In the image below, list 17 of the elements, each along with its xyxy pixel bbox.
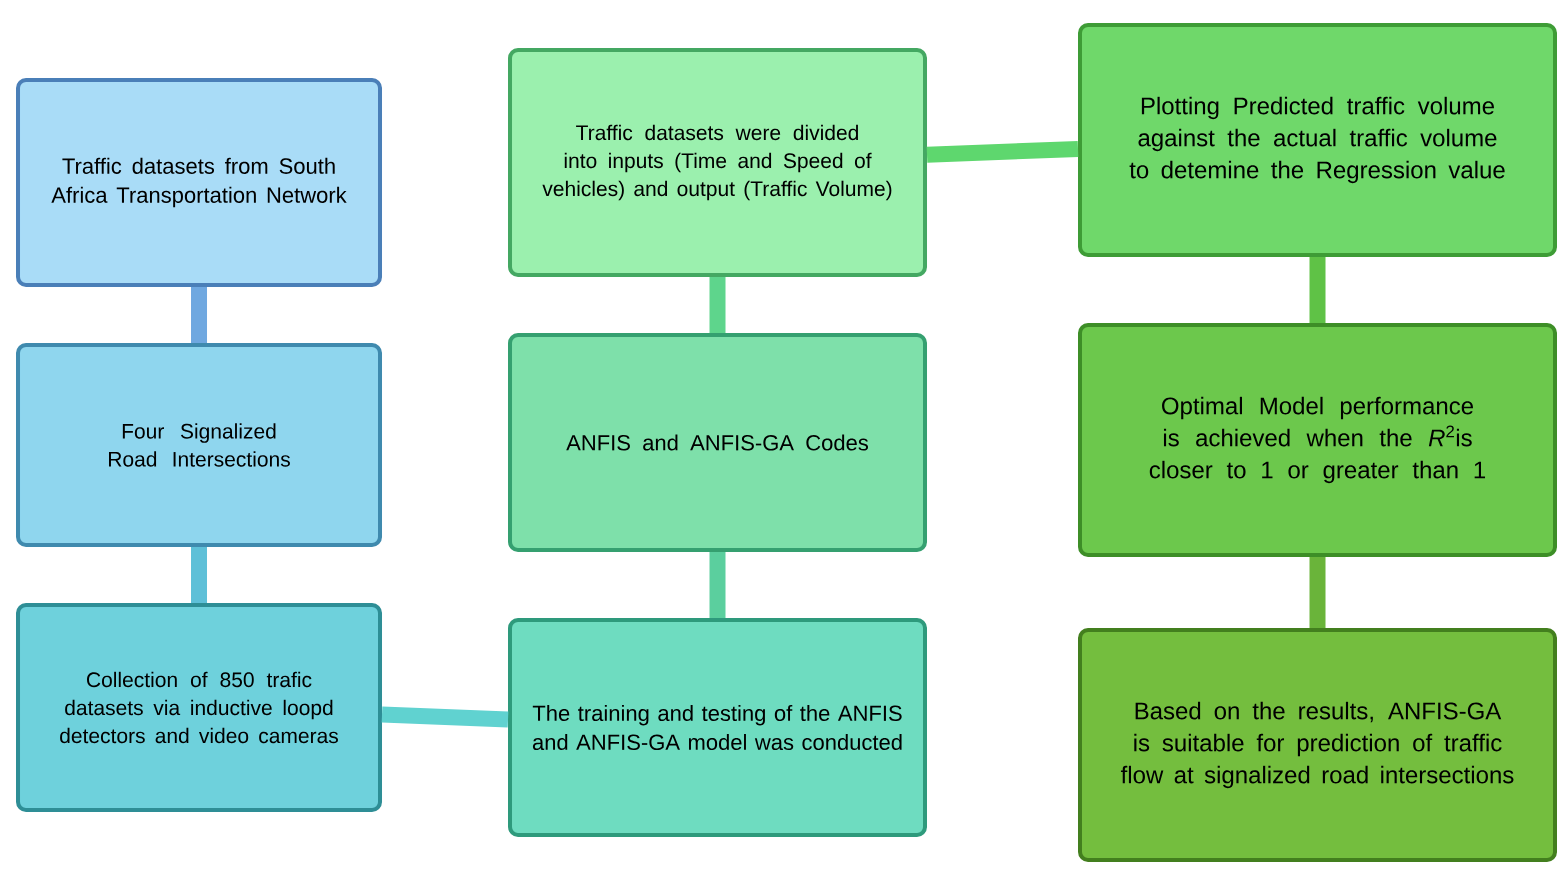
connector-bar [709,552,726,618]
connector-bar [381,706,509,728]
process-box: Based on the results, ANFIS-GA is suitable for prediction of traffic flow at signalized road intersections [1078,628,1557,862]
process-box: The training and testing of the ANFIS and ANFIS-GA model was conducted [508,618,927,837]
process-box: Four Signalized Road Intersections [16,343,382,547]
connector-bar [926,140,1079,163]
connector-bar [191,547,207,603]
process-box: ANFIS and ANFIS-GA Codes [508,333,927,552]
process-box: Traffic datasets were divided into inputs (Time and Speed of vehicles) and output (Traffic Volume) [508,48,927,277]
connector-bar [1309,257,1326,323]
process-box: Plotting Predicted traffic volume against the actual traffic volume to detemine the Regression value [1078,23,1557,257]
process-box: Traffic datasets from South Africa Transportation Network [16,78,382,287]
connector-bar [1309,557,1326,628]
connector-bar [191,287,207,343]
process-box: Collection of 850 trafic datasets via inductive loopd detectors and video cameras [16,603,382,812]
connector-bar [709,277,726,333]
process-box: Optimal Model performance is achieved when the R$^{2}$is closer to 1 or greater than 1 [1078,323,1557,557]
